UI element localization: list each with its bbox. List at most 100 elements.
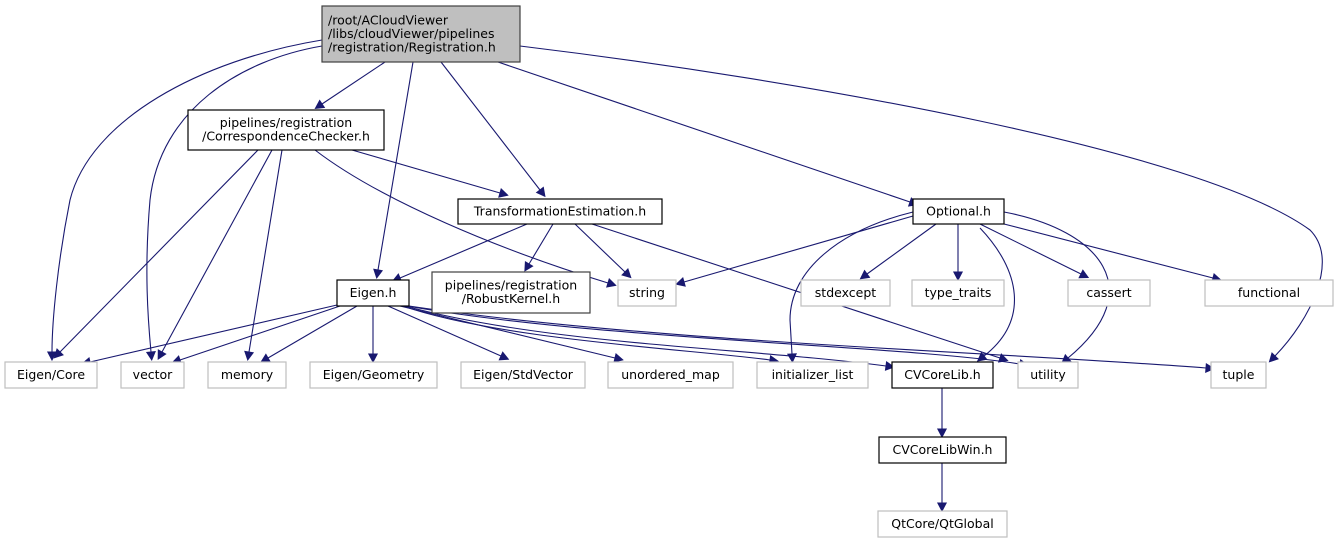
edge-optional-to-utility [1003, 211, 1110, 359]
edge-eigenh-to-vector [179, 305, 341, 361]
edge-root-to-eigencore [51, 39, 323, 353]
edge-optional-to-cassert-arrowhead [1078, 269, 1090, 279]
edge-corr-to-eigencore [59, 149, 259, 353]
edge-corr-to-string [314, 149, 609, 284]
node-type_traits: type_traits [911, 279, 1005, 307]
node-box [120, 361, 185, 389]
edge-eigenh-to-tuple-arrowhead [1205, 362, 1216, 373]
node-label: tuple [1223, 367, 1255, 382]
edge-corr-to-eigencore-arrowhead [53, 348, 64, 359]
node-box[interactable] [878, 436, 1007, 464]
node-box [1017, 361, 1079, 389]
edge-root-to-trans-arrowhead [535, 186, 546, 198]
node-root[interactable]: /root/ACloudViewer/libs/cloudViewer/pipe… [321, 5, 521, 63]
node-optional[interactable]: Optional.h [912, 198, 1005, 225]
node-label: /libs/cloudViewer/pipelines [328, 26, 494, 41]
edge-optional-to-initializer_list-arrowhead [786, 353, 797, 364]
node-label: /RobustKernel.h [462, 291, 560, 306]
node-box [1204, 279, 1334, 307]
edge-eigenh-to-memory [267, 305, 358, 359]
edge-eigenh-to-cvcorelib [404, 305, 887, 367]
edge-eigenh-to-eigenstdvec-arrowhead [498, 351, 510, 361]
edge-optional-to-initializer_list [789, 211, 914, 355]
edge-corr-to-string-arrowhead [606, 278, 617, 288]
edge-corr-to-trans-arrowhead [498, 188, 509, 198]
edge-root-to-optional [497, 61, 911, 203]
edge-root-to-vector-arrowhead [145, 351, 156, 362]
node-box [4, 361, 98, 389]
node-box [617, 279, 677, 307]
node-box [877, 510, 1008, 538]
node-label: memory [221, 367, 274, 382]
node-cassert: cassert [1067, 279, 1151, 307]
edge-trans-to-string [574, 223, 626, 273]
edge-trans-to-eigenh [399, 223, 528, 279]
edge-corr-to-memory [248, 149, 283, 353]
edge-optional-to-stdexcept [866, 223, 937, 275]
edge-trans-to-robust [528, 223, 554, 265]
edge-root-to-vector [146, 45, 323, 353]
node-box [607, 361, 734, 389]
nodes-layer: /root/ACloudViewer/libs/cloudViewer/pipe… [4, 5, 1334, 538]
node-box [756, 361, 869, 389]
node-memory: memory [207, 361, 287, 389]
node-label: functional [1238, 285, 1300, 300]
edge-corr-to-trans [351, 149, 501, 194]
node-eigengeom: Eigen/Geometry [309, 361, 438, 389]
node-label: Optional.h [926, 203, 991, 218]
node-eigenh[interactable]: Eigen.h [336, 279, 410, 307]
edge-corr-to-vector [161, 149, 273, 353]
edge-eigenh-to-eigengeom-arrowhead [367, 353, 379, 364]
node-cvcorelibwin[interactable]: CVCoreLibWin.h [878, 436, 1007, 464]
edge-optional-to-cassert [979, 223, 1082, 275]
edge-eigenh-to-utility [406, 305, 1021, 365]
node-string: string [617, 279, 677, 307]
node-box[interactable] [321, 5, 521, 63]
edge-root-to-corr [321, 61, 386, 105]
node-label: pipelines/registration [445, 278, 577, 293]
node-box[interactable] [336, 279, 410, 307]
node-label: cassert [1086, 285, 1131, 300]
node-label: string [629, 285, 665, 300]
node-trans[interactable]: TransformationEstimation.h [457, 198, 663, 225]
edge-optional-to-string [683, 215, 914, 283]
node-stdexcept: stdexcept [800, 279, 891, 307]
edge-eigenh-to-tuple [408, 305, 1207, 369]
node-tuple: tuple [1210, 361, 1267, 389]
node-label: Eigen.h [350, 285, 397, 300]
edge-eigenh-to-unordered_map-arrowhead [613, 352, 624, 363]
node-box[interactable] [912, 198, 1005, 225]
edge-eigenh-to-memory-arrowhead [260, 353, 271, 363]
node-box [800, 279, 891, 307]
node-box [460, 361, 586, 389]
edge-corr-to-vector-arrowhead [157, 349, 167, 360]
edge-eigenh-to-eigenstdvec [387, 305, 502, 357]
edge-root-to-eigencore-arrowhead [46, 351, 58, 362]
edge-optional-to-cvcorelib [979, 227, 1016, 357]
edge-corr-to-memory-arrowhead [244, 350, 255, 361]
node-label: Eigen/StdVector [473, 367, 574, 382]
edges-layer [46, 39, 1323, 513]
node-box [1210, 361, 1267, 389]
edge-eigenh-to-unordered_map [399, 305, 616, 359]
edge-root-to-eigenh-arrowhead [373, 268, 384, 279]
node-robust[interactable]: pipelines/registration/RobustKernel.h [431, 271, 591, 314]
node-box[interactable] [431, 271, 591, 314]
node-box[interactable] [187, 109, 385, 151]
edge-root-to-eigenh [377, 61, 414, 271]
node-corr[interactable]: pipelines/registration/CorrespondenceChe… [187, 109, 385, 151]
node-box[interactable] [891, 361, 994, 389]
node-label: CVCoreLibWin.h [893, 442, 993, 457]
node-label: QtCore/QtGlobal [891, 516, 994, 531]
node-box[interactable] [457, 198, 663, 225]
node-unordered_map: unordered_map [607, 361, 734, 389]
node-label: Eigen/Geometry [323, 367, 425, 382]
node-label: vector [133, 367, 174, 382]
node-box [309, 361, 438, 389]
edge-optional-to-functional [1003, 223, 1214, 279]
node-cvcorelib[interactable]: CVCoreLib.h [891, 361, 994, 389]
node-initializer_list: initializer_list [756, 361, 869, 389]
edge-eigenh-to-eigencore [89, 304, 338, 363]
edge-trans-to-robust-arrowhead [524, 260, 534, 272]
